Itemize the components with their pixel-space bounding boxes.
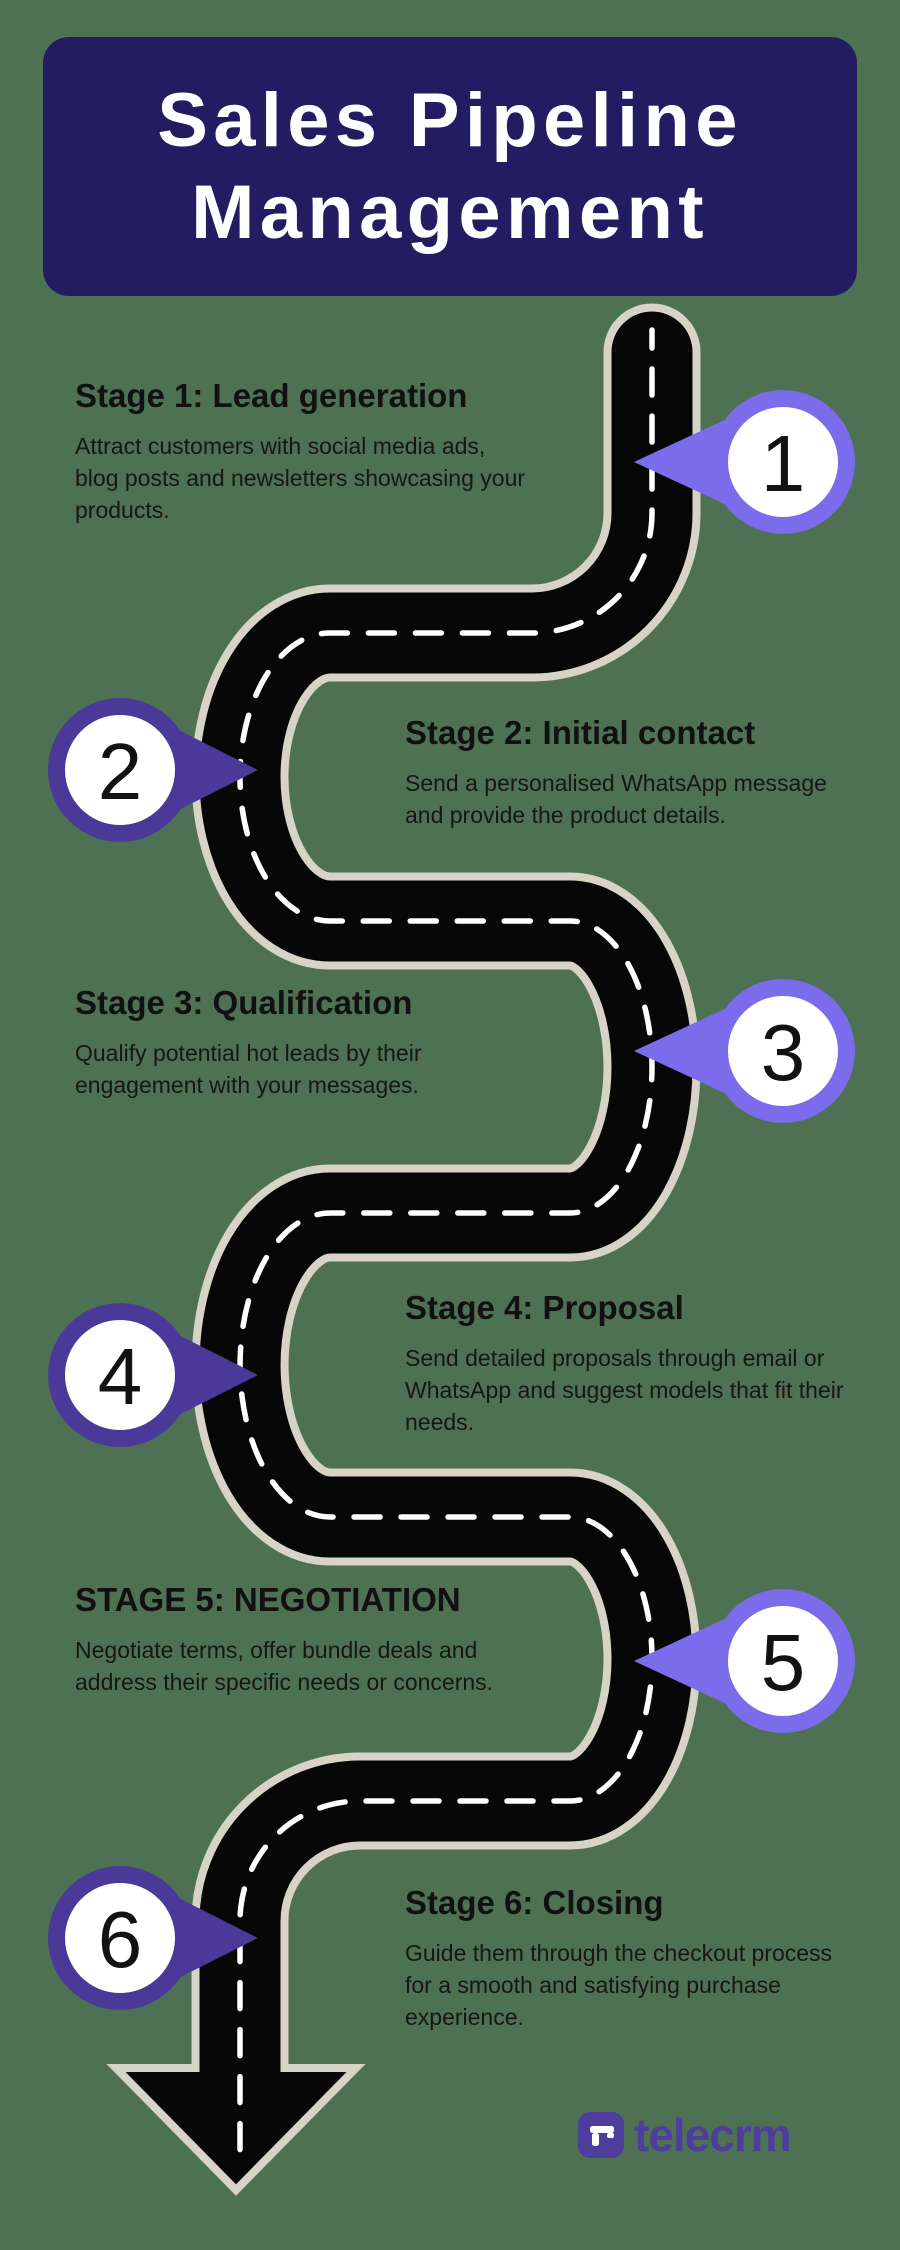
title-line-1: Sales Pipeline (157, 77, 743, 163)
stage-block-6: Stage 6: Closing Guide them through the … (405, 1884, 885, 2033)
stage-heading: STAGE 5: NEGOTIATION (75, 1581, 461, 1618)
stage-body: Send a personalised WhatsApp message and… (405, 770, 827, 829)
stage-pin-3: 3 (634, 979, 855, 1123)
stage-body: Guide them through the checkout process … (405, 1940, 833, 2031)
pin-face (65, 1883, 175, 1993)
stage-block-3: Stage 3: Qualification Qualify potential… (75, 984, 555, 1101)
pin-number: 3 (761, 1008, 806, 1097)
pin-number: 5 (761, 1618, 806, 1707)
pin-face (728, 1606, 838, 1716)
pin-face (728, 996, 838, 1106)
pin-number: 2 (98, 727, 143, 816)
pin-number: 6 (98, 1895, 143, 1984)
stage-heading: Stage 4: Proposal (405, 1289, 684, 1326)
stage-body: Attract customers with social media ads,… (75, 433, 526, 524)
pin-face (65, 1320, 175, 1430)
stage-block-5: STAGE 5: NEGOTIATION Negotiate terms, of… (75, 1581, 555, 1698)
stage-pin-4: 4 (48, 1303, 258, 1447)
stage-heading: Stage 3: Qualification (75, 984, 413, 1021)
stage-pin-5: 5 (634, 1589, 855, 1733)
stage-heading: Stage 1: Lead generation (75, 377, 468, 414)
stage-pin-6: 6 (48, 1866, 258, 2010)
stage-heading: Stage 2: Initial contact (405, 714, 756, 751)
stage-pin-2: 2 (48, 698, 258, 842)
stage-pin-1: 1 (634, 390, 855, 534)
pin-number: 4 (98, 1332, 143, 1421)
stage-heading: Stage 6: Closing (405, 1884, 664, 1921)
stage-block-1: Stage 1: Lead generation Attract custome… (75, 377, 555, 526)
road-center-dashes (237, 327, 655, 2155)
pin-face (65, 715, 175, 825)
stage-block-4: Stage 4: Proposal Send detailed proposal… (405, 1289, 885, 1438)
stage-block-2: Stage 2: Initial contact Send a personal… (405, 714, 885, 831)
pin-number: 1 (761, 419, 806, 508)
telecrm-logo-text: telecrm (634, 2109, 792, 2161)
stage-body: Send detailed proposals through email or… (405, 1345, 844, 1436)
telecrm-logo-icon (578, 2112, 624, 2158)
title-banner: Sales Pipeline Management (43, 37, 857, 296)
title-line-2: Management (191, 169, 709, 255)
stage-body: Qualify potential hot leads by their eng… (75, 1040, 422, 1099)
stage-body: Negotiate terms, offer bundle deals and … (75, 1637, 494, 1696)
pin-face (728, 407, 838, 517)
telecrm-logo: telecrm (578, 2109, 792, 2161)
